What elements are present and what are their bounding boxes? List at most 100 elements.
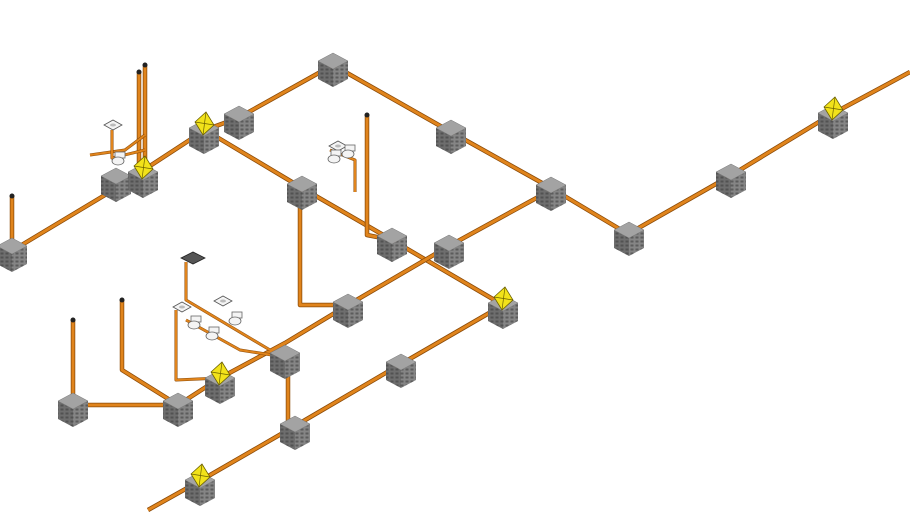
box-right-pattern <box>449 243 464 269</box>
junction-box <box>332 293 364 328</box>
box-left-pattern <box>128 172 143 198</box>
box-left-pattern <box>287 184 302 210</box>
box-top-face <box>332 293 364 311</box>
cleanout-cross <box>218 361 223 386</box>
pipe-cap-icon <box>364 112 370 118</box>
box-top-face <box>162 392 194 410</box>
box-right-pattern <box>629 230 644 256</box>
pipe-cap-icon <box>142 62 148 68</box>
box-right-pattern <box>833 113 848 139</box>
sink-bowl <box>220 299 226 303</box>
box-left-pattern <box>818 113 833 139</box>
box-right-pattern <box>143 172 158 198</box>
junction-box <box>376 227 408 262</box>
junction-box <box>317 52 349 87</box>
box-left-pattern <box>205 378 220 404</box>
drain-grate <box>180 251 206 265</box>
junction-box <box>100 167 132 202</box>
box-right-pattern <box>333 61 348 87</box>
cleanout-box <box>127 163 159 198</box>
toilet-icon <box>205 326 220 341</box>
pipe-cap-icon <box>70 317 76 323</box>
sink-bowl <box>110 123 116 127</box>
pipe-segment <box>89 134 146 156</box>
junction-box <box>279 415 311 450</box>
box-top-face <box>223 105 255 123</box>
pipe-cap-icon <box>9 193 15 199</box>
box-left-pattern <box>163 401 178 427</box>
box-left-pattern <box>280 424 295 450</box>
box-left-pattern <box>614 230 629 256</box>
box-left-pattern <box>270 353 285 379</box>
box-left-pattern <box>101 176 116 202</box>
box-left-pattern <box>189 128 204 154</box>
junction-box <box>0 237 28 272</box>
cleanout-marker-icon <box>210 361 231 386</box>
junction-box <box>715 163 747 198</box>
box-right-pattern <box>551 185 566 211</box>
pipe-segment <box>120 300 179 407</box>
cleanout-marker-icon <box>493 286 514 311</box>
cleanout-marker-icon <box>194 111 215 136</box>
box-right-pattern <box>451 128 466 154</box>
box-left-pattern <box>716 172 731 198</box>
cleanout-marker-icon <box>133 155 154 180</box>
pipe-segment <box>9 63 334 254</box>
box-top-face <box>57 392 89 410</box>
box-top-face <box>376 227 408 245</box>
junction-box <box>269 344 301 379</box>
box-top-face <box>715 163 747 181</box>
box-right-pattern <box>239 114 254 140</box>
junction-box <box>57 392 89 427</box>
toilet-bowl <box>205 331 219 341</box>
toilet-icon <box>111 151 126 166</box>
pipe-segment <box>71 320 178 407</box>
junction-box <box>286 175 318 210</box>
box-right-pattern <box>302 184 317 210</box>
box-left-pattern <box>58 401 73 427</box>
pipe-segment <box>627 70 910 236</box>
box-right-pattern <box>401 362 416 388</box>
toilet-icon <box>327 149 342 164</box>
pipe-segment <box>365 115 393 242</box>
box-top-face <box>0 237 28 255</box>
box-left-pattern <box>536 185 551 211</box>
cleanout-cross <box>501 286 506 311</box>
cleanout-box <box>487 294 519 329</box>
box-left-pattern <box>488 303 503 329</box>
junction-box <box>385 353 417 388</box>
cleanout-cross <box>198 463 203 488</box>
box-right-pattern <box>204 128 219 154</box>
pipe-edge <box>364 115 393 243</box>
toilet-bowl <box>187 320 201 330</box>
pipe-segment <box>332 63 629 236</box>
box-left-pattern <box>185 480 200 506</box>
box-top-face <box>535 176 567 194</box>
box-left-pattern <box>318 61 333 87</box>
cleanout-cross <box>202 111 207 136</box>
box-right-pattern <box>731 172 746 198</box>
toilet-icon <box>228 311 243 326</box>
box-left-pattern <box>386 362 401 388</box>
box-right-pattern <box>73 401 88 427</box>
toilet-bowl <box>327 154 341 164</box>
junction-box <box>162 392 194 427</box>
box-top-face <box>435 119 467 137</box>
box-right-pattern <box>285 353 300 379</box>
cleanout-cross <box>831 96 836 121</box>
box-left-pattern <box>224 114 239 140</box>
sink-icon <box>172 301 192 313</box>
junction-box <box>435 119 467 154</box>
box-right-pattern <box>12 246 27 272</box>
pipe-cap-icon <box>119 297 125 303</box>
box-left-pattern <box>333 302 348 328</box>
toilet-bowl <box>111 156 125 166</box>
toilet-icon <box>187 315 202 330</box>
box-left-pattern <box>377 236 392 262</box>
junction-box <box>613 221 645 256</box>
sink-bowl <box>335 144 341 148</box>
toilet-icon <box>341 144 356 159</box>
sink-icon <box>213 295 233 307</box>
cleanout-marker-icon <box>823 96 844 121</box>
